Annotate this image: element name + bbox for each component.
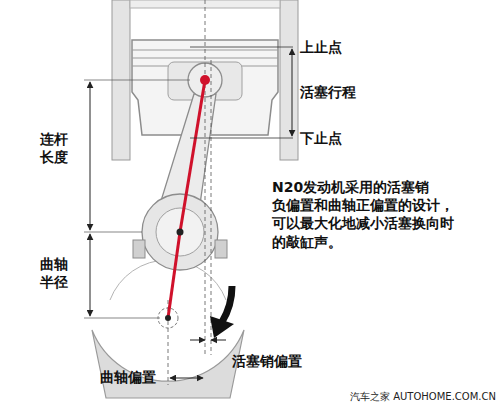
bdc-line	[190, 138, 293, 139]
pin-axis	[211, 60, 212, 355]
rotation-arrow	[222, 286, 232, 322]
rod-line	[180, 80, 205, 232]
crank-offset-dimension	[170, 378, 203, 379]
crank-radius-label: 曲轴 半径	[40, 255, 74, 291]
extension-line	[84, 318, 160, 319]
crank-pin-dot	[177, 229, 184, 236]
stroke-label: 活塞行程	[300, 83, 356, 101]
crank-offset-label: 曲轴偏置	[100, 368, 156, 386]
bdc-label: 下止点	[300, 129, 342, 147]
cylinder-wall	[280, 0, 298, 160]
cap-bolt	[215, 240, 227, 258]
stroke-dimension	[292, 49, 293, 136]
big-end	[142, 194, 218, 270]
cylinder-axis	[205, 0, 206, 355]
cap-bolt	[133, 240, 145, 258]
extension-line	[84, 80, 190, 81]
crank-radius-dimension	[90, 234, 91, 316]
pin-offset-dimension	[211, 340, 226, 341]
crank-line	[168, 232, 180, 318]
extension-line	[84, 232, 142, 233]
crank-center-dot	[165, 315, 171, 321]
tdc-label: 上止点	[300, 38, 342, 56]
pin-offset-dimension	[190, 340, 205, 341]
pin-offset-label: 活塞销偏置	[232, 352, 302, 370]
crank-pin	[156, 208, 204, 256]
rod-length-label: 连杆 长度	[40, 130, 74, 166]
rod-length-dimension	[90, 82, 91, 230]
piston-pin-dot	[200, 75, 210, 85]
watermark: 汽车之家 AUTOHOME.COM.CN	[350, 390, 496, 403]
design-note: N20发动机采用的活塞销 负偏置和曲轴正偏置的设计， 可以最大化地减小活塞换向时…	[272, 178, 494, 251]
rotation-arrowhead	[210, 316, 234, 338]
tdc-line	[190, 47, 293, 48]
